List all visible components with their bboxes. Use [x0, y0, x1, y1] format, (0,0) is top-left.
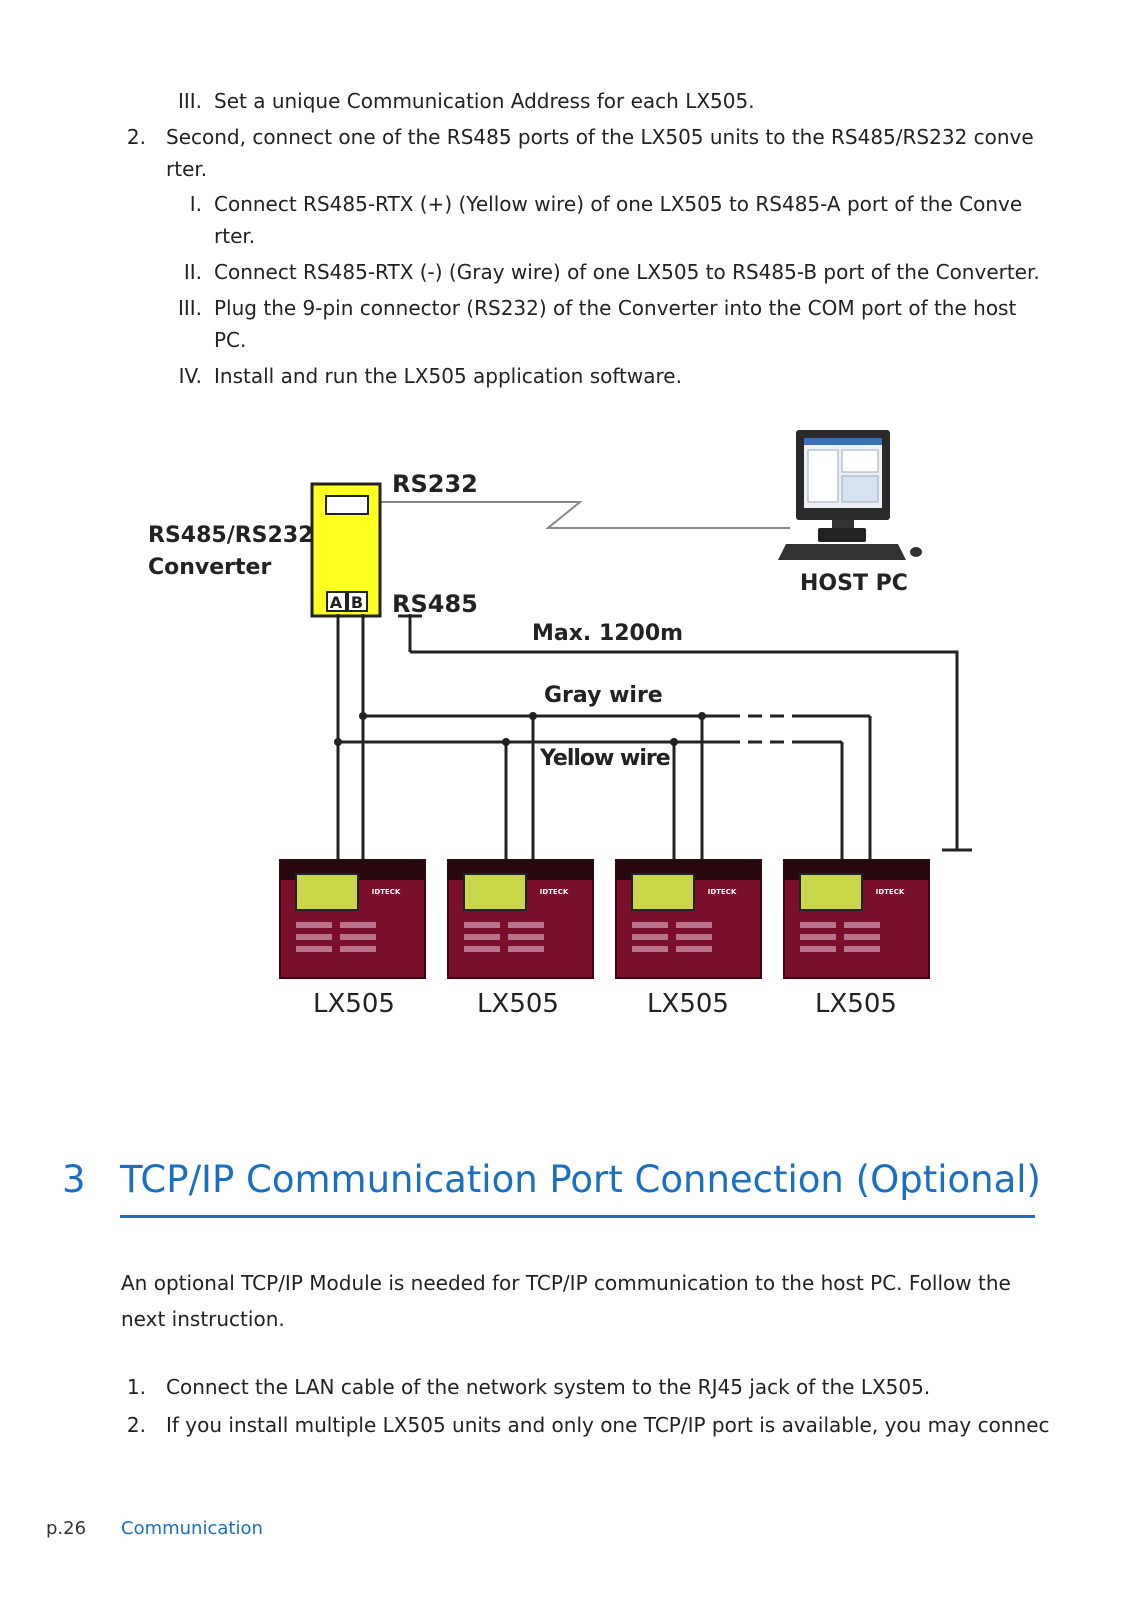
host-pc-icon [778, 430, 922, 560]
port-b-label: B [351, 593, 363, 612]
step-text: Connect RS485-RTX (-) (Gray wire) of one… [214, 260, 1040, 284]
lx505-device: IDTECK [447, 859, 594, 979]
converter-label: Converter [148, 555, 271, 580]
host-pc-label: HOST PC [800, 571, 908, 596]
device-label: LX505 [313, 989, 395, 1019]
yellow-wire-label: Yellow wire [539, 746, 670, 771]
section-number: 3 [62, 1158, 86, 1201]
step-marker: III. [177, 296, 202, 320]
lx505-device: IDTECK [783, 859, 930, 979]
device-brand: IDTECK [876, 888, 905, 896]
device-label: LX505 [815, 989, 897, 1019]
converter-label: RS485/RS232 [148, 523, 313, 548]
rs485-trunk [398, 614, 422, 652]
max-distance-label: Max. 1200m [532, 621, 683, 646]
wiring-diagram: A B RS232 RS485 RS485/RS232 Converter HO… [148, 430, 972, 1019]
device-brand: IDTECK [372, 888, 401, 896]
intro-line: An optional TCP/IP Module is needed for … [121, 1271, 1011, 1295]
step-text: Install and run the LX505 application so… [214, 364, 682, 388]
heading-underline [120, 1215, 1035, 1218]
section-title: TCP/IP Communication Port Connection (Op… [120, 1158, 1041, 1201]
device-label: LX505 [647, 989, 729, 1019]
rs485-label: RS485 [392, 590, 478, 618]
step-text: rter. [166, 157, 208, 181]
lx505-device: IDTECK [615, 859, 762, 979]
converter-port-b [347, 591, 368, 612]
step-marker: IV. [178, 364, 202, 388]
step-text: Plug the 9-pin connector (RS232) of the … [214, 296, 1017, 320]
step-text: Set a unique Communication Address for e… [214, 89, 755, 113]
gray-wire-label: Gray wire [544, 683, 663, 708]
step-marker: 2. [126, 125, 146, 149]
step-text: If you install multiple LX505 units and … [166, 1413, 1050, 1437]
step-marker: I. [189, 192, 202, 216]
device-brand: IDTECK [540, 888, 569, 896]
lx505-device: IDTECK [279, 859, 426, 979]
device-brand: IDTECK [708, 888, 737, 896]
step-marker: III. [177, 89, 202, 113]
step-text: PC. [214, 328, 247, 352]
step-text: Second, connect one of the RS485 ports o… [166, 125, 1034, 149]
converter-display [325, 495, 369, 515]
step-marker: 1. [126, 1375, 146, 1399]
step-marker: 2. [126, 1413, 146, 1437]
rs232-link [380, 501, 790, 529]
page-number: p.26 [46, 1518, 87, 1539]
step-marker: II. [183, 260, 202, 284]
converter-port-a [326, 591, 347, 612]
port-a-label: A [330, 593, 343, 612]
device-label: LX505 [477, 989, 559, 1019]
footer-section-name: Communication [121, 1518, 263, 1539]
step-text: Connect the LAN cable of the network sys… [166, 1375, 931, 1399]
ground-wire [410, 650, 959, 850]
intro-line: next instruction. [121, 1307, 285, 1331]
step-text: rter. [214, 224, 256, 248]
rs232-label: RS232 [392, 470, 478, 498]
step-text: Connect RS485-RTX (+) (Yellow wire) of o… [214, 192, 1023, 216]
